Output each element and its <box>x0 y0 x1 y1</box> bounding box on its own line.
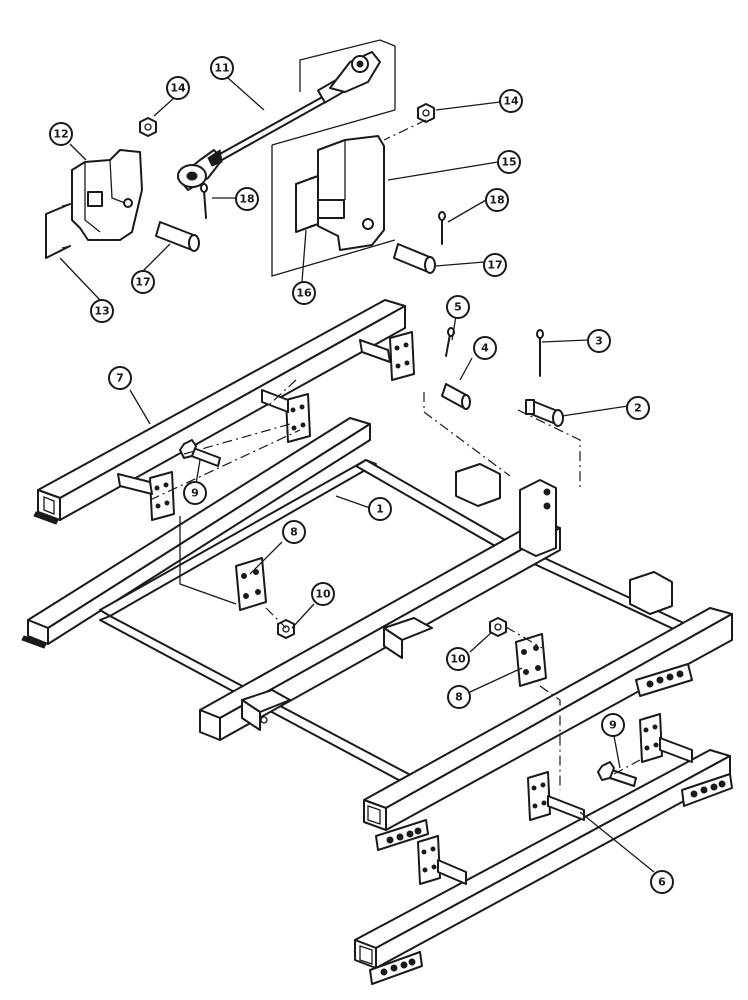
callout-12: 12 <box>49 122 73 146</box>
callout-10-right: 10 <box>446 647 470 671</box>
callout-17-left: 17 <box>131 270 155 294</box>
svg-text:9: 9 <box>191 487 199 500</box>
svg-text:18: 18 <box>239 193 254 206</box>
callout-6: 6 <box>650 870 674 894</box>
svg-text:9: 9 <box>609 719 617 732</box>
svg-text:17: 17 <box>487 259 502 272</box>
u-bolt-part-13 <box>45 203 71 259</box>
turnbuckle-rod-part-11 <box>177 39 396 191</box>
svg-text:17: 17 <box>135 276 150 289</box>
svg-text:16: 16 <box>296 287 312 300</box>
callout-2: 2 <box>626 396 650 420</box>
bracket-part-12 <box>71 149 143 241</box>
svg-text:11: 11 <box>214 62 229 75</box>
svg-text:10: 10 <box>450 653 466 666</box>
bracket-assembly-right <box>271 103 446 277</box>
callout-14-right: 14 <box>499 89 523 113</box>
callout-4: 4 <box>473 336 497 360</box>
pin-part-2 <box>525 399 564 427</box>
callout-9-left: 9 <box>183 481 207 505</box>
lynch-pin-part-3 <box>536 329 544 377</box>
cotter-pin-part-18-left <box>200 183 208 219</box>
crossbar-part-7 <box>33 299 415 525</box>
svg-text:2: 2 <box>634 402 642 415</box>
callout-17-right: 17 <box>483 253 507 277</box>
plate-part-8-left <box>179 516 267 611</box>
callout-8-right: 8 <box>447 685 471 709</box>
svg-text:6: 6 <box>658 876 666 889</box>
callout-15: 15 <box>497 150 521 174</box>
callout-leaders <box>59 77 655 873</box>
svg-text:5: 5 <box>454 301 462 314</box>
callout-11: 11 <box>210 56 234 80</box>
svg-text:7: 7 <box>116 372 124 385</box>
svg-text:1: 1 <box>376 503 384 516</box>
bolt-part-9-right <box>597 761 637 787</box>
svg-text:10: 10 <box>315 588 331 601</box>
callout-9-right: 9 <box>601 713 625 737</box>
callout-14-left: 14 <box>166 76 190 100</box>
callout-10-left: 10 <box>311 582 335 606</box>
callout-1: 1 <box>368 497 392 521</box>
svg-text:8: 8 <box>290 526 298 539</box>
svg-text:13: 13 <box>94 305 109 318</box>
drawbar-frame-assembly <box>21 299 733 985</box>
pin-part-17-left <box>155 221 200 252</box>
svg-text:15: 15 <box>501 156 516 169</box>
callout-18-left: 18 <box>235 187 259 211</box>
nut-part-10-right <box>489 617 507 637</box>
callout-5: 5 <box>446 295 470 319</box>
svg-text:14: 14 <box>170 82 186 95</box>
callouts: 1 2 3 4 5 6 7 8 <box>49 56 674 894</box>
callout-8-left: 8 <box>282 520 306 544</box>
callout-18-right: 18 <box>485 188 509 212</box>
callout-3: 3 <box>587 329 611 353</box>
main-frame-part-1 <box>21 417 733 851</box>
svg-text:4: 4 <box>481 342 489 355</box>
svg-text:8: 8 <box>455 691 463 704</box>
svg-text:14: 14 <box>503 95 519 108</box>
svg-text:18: 18 <box>489 194 504 207</box>
top-link-assembly <box>45 39 446 277</box>
callout-13: 13 <box>90 299 114 323</box>
svg-text:12: 12 <box>53 128 68 141</box>
pin-part-4 <box>441 383 471 410</box>
svg-text:3: 3 <box>595 335 603 348</box>
callout-16: 16 <box>292 281 316 305</box>
crossbar-part-6 <box>354 713 733 985</box>
callout-7: 7 <box>108 366 132 390</box>
nut-part-14-left <box>139 117 157 137</box>
plate-part-8-right <box>515 633 547 687</box>
